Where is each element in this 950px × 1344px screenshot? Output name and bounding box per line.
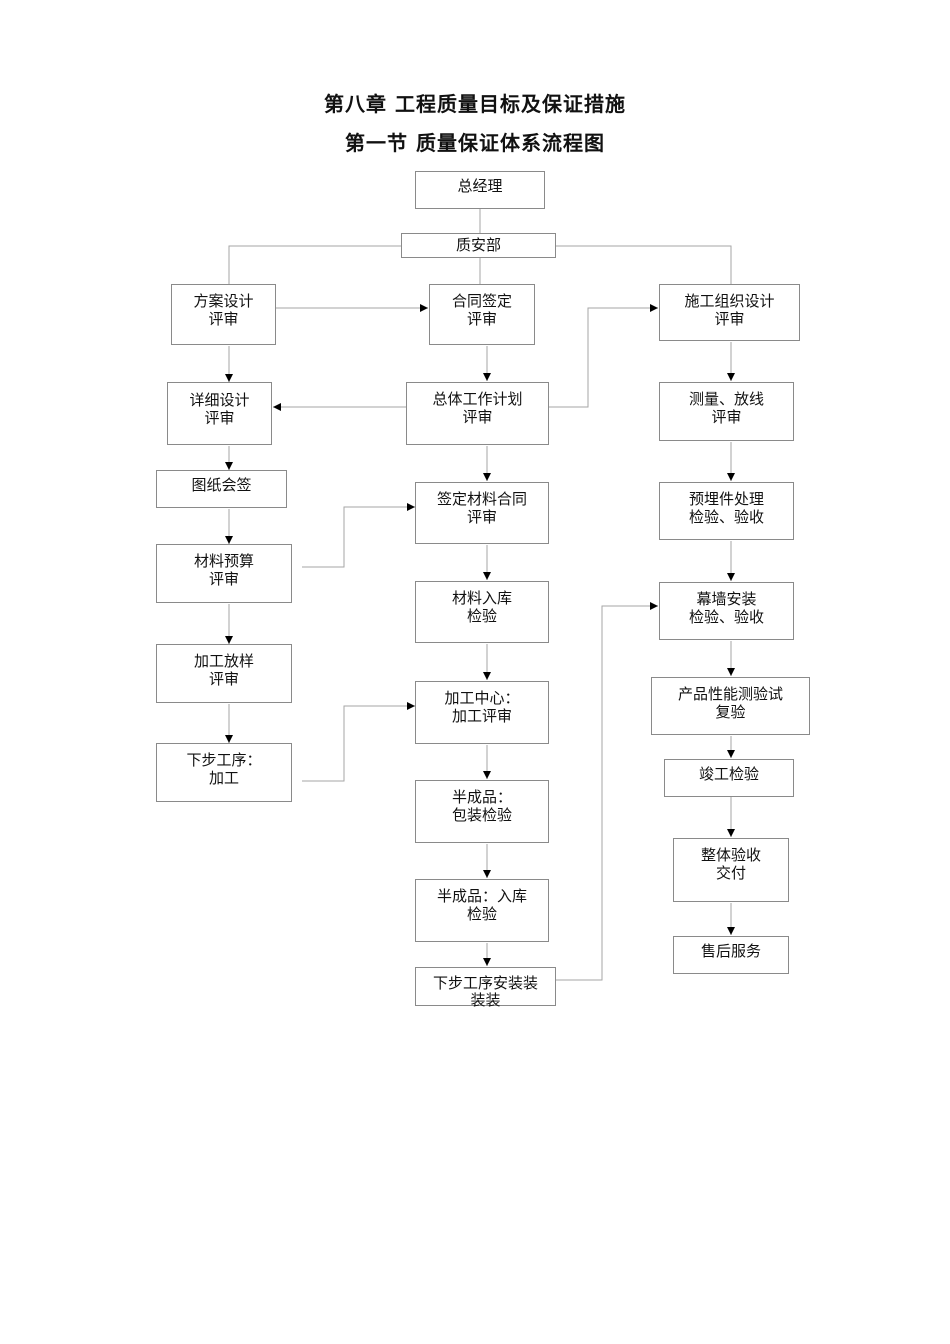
node-material-budget-review: 材料预算评审 [156, 544, 292, 603]
node-embedded-parts-inspection: 预埋件处理检验、验收 [659, 482, 794, 540]
arrow-az-mq [556, 602, 658, 981]
node-next-step-installation: 下步工序安装装装装 [415, 967, 556, 1009]
node-semi-finished-packing-inspection: 半成品：包装检验 [415, 780, 549, 843]
node-material-contract-review: 签定材料合同评审 [415, 482, 549, 544]
arrow-zt-sg [548, 304, 658, 408]
node-contract-review: 合同签定评审 [429, 284, 535, 345]
node-semi-finished-storage-inspection: 半成品：入库检验 [415, 879, 549, 942]
node-drawing-signoff: 图纸会签 [156, 470, 287, 508]
node-curtain-wall-install-inspection: 幕墙安装检验、验收 [659, 582, 794, 640]
node-machining-center-review: 加工中心：加工评审 [415, 681, 549, 744]
arrow-xb-jz [302, 702, 415, 782]
node-construction-org-design-review: 施工组织设计评审 [659, 284, 800, 341]
node-completion-inspection: 竣工检验 [664, 759, 794, 797]
node-quality-safety-dept: 质安部 [401, 233, 556, 258]
chapter-title: 第八章 工程质量目标及保证措施 [324, 92, 626, 116]
arrow-ys-qd [302, 503, 415, 568]
line-qa-right [555, 245, 732, 284]
section-title: 第一节 质量保证体系流程图 [345, 131, 605, 155]
node-overall-work-plan-review: 总体工作计划评审 [406, 382, 549, 445]
node-survey-setout-review: 测量、放线评审 [659, 382, 794, 441]
line-qa-left [228, 245, 402, 284]
node-after-sales-service: 售后服务 [673, 936, 789, 974]
node-fabrication-layout-review: 加工放样评审 [156, 644, 292, 703]
node-material-storage-inspection: 材料入库检验 [415, 581, 549, 643]
node-detailed-design-review: 详细设计评审 [167, 382, 272, 445]
node-overall-acceptance-delivery: 整体验收交付 [673, 838, 789, 902]
node-scheme-design-review: 方案设计评审 [171, 284, 276, 345]
node-general-manager: 总经理 [415, 171, 545, 209]
node-product-performance-retest: 产品性能测验试复验 [651, 677, 810, 735]
node-next-step-fabrication: 下步工序：加工 [156, 743, 292, 802]
